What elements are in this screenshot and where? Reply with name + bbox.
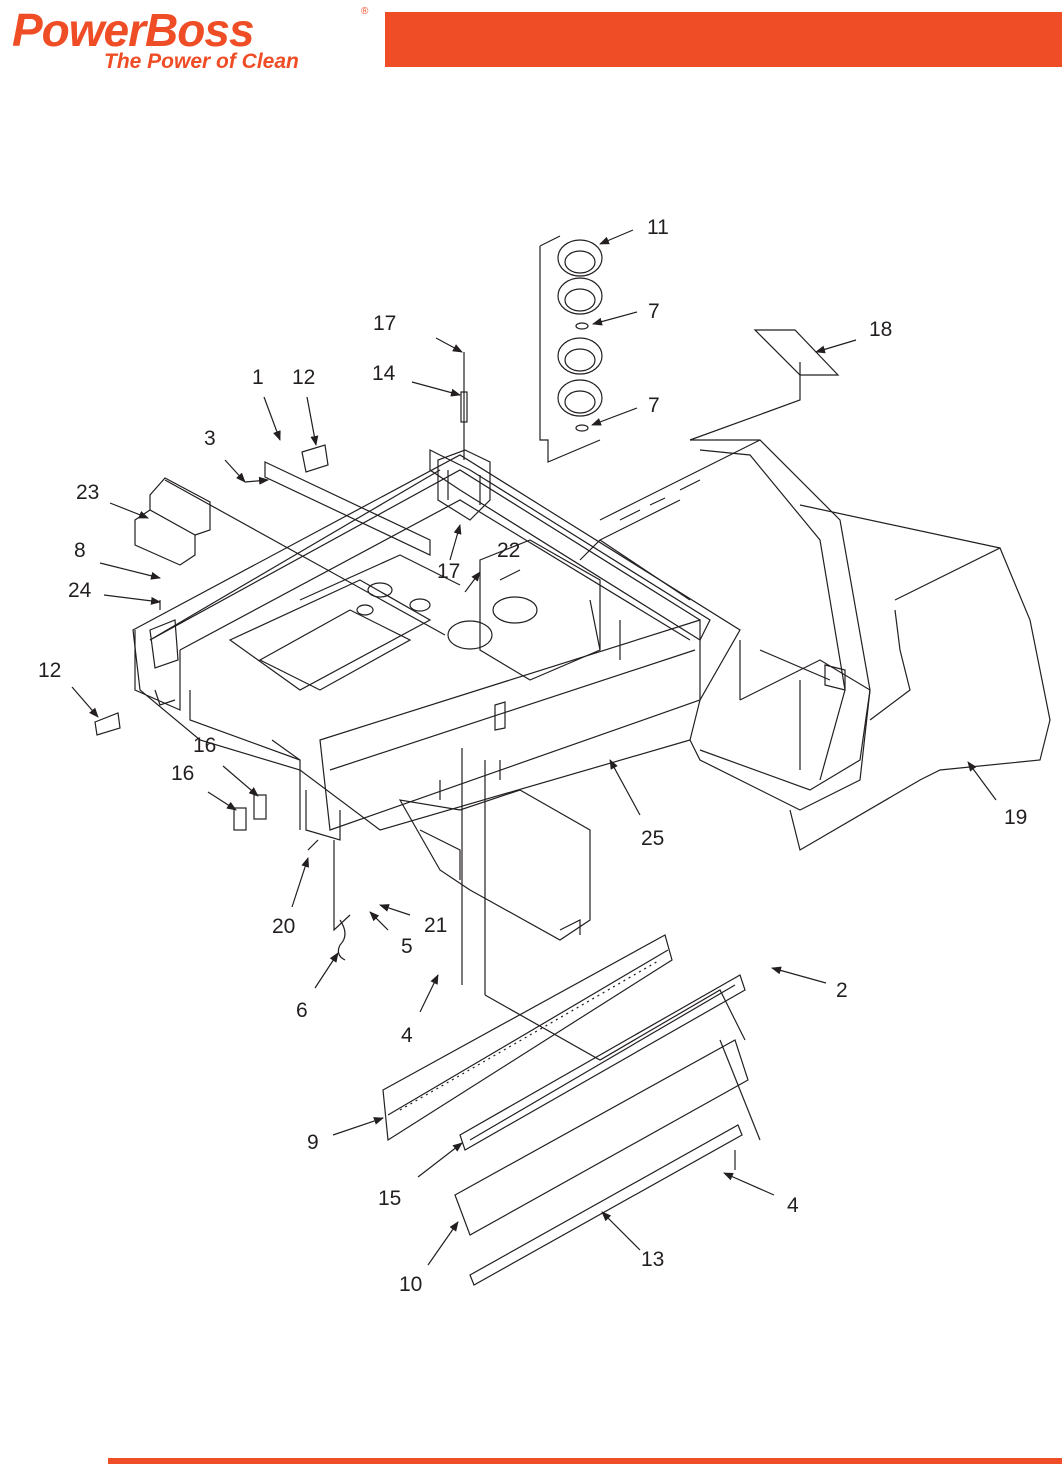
callout-3: 3	[204, 427, 216, 450]
callout-20: 20	[272, 915, 295, 938]
callout-14: 14	[372, 362, 396, 385]
callout-12: 12	[38, 659, 61, 682]
logo-registered-mark: ®	[361, 6, 369, 17]
callout-7: 7	[648, 300, 660, 323]
callout-4: 4	[401, 1024, 413, 1047]
callout-2: 2	[836, 979, 848, 1002]
callout-19: 19	[1004, 806, 1027, 829]
powerboss-logo: PowerBoss ® The Power of Clean	[12, 4, 382, 76]
callout-9: 9	[307, 1131, 319, 1154]
callout-13: 13	[641, 1248, 664, 1271]
callout-18: 18	[869, 318, 892, 341]
callout-22: 22	[497, 539, 520, 562]
logo-wordmark: PowerBoss	[12, 4, 255, 56]
callout-15: 15	[378, 1187, 401, 1210]
header-accent-bar	[385, 12, 1062, 67]
callout-12: 12	[292, 366, 315, 389]
callout-25: 25	[641, 827, 664, 850]
callout-16: 16	[171, 762, 194, 785]
callout-24: 24	[68, 579, 92, 602]
callout-5: 5	[401, 935, 413, 958]
callout-11: 11	[647, 216, 669, 239]
callout-10: 10	[399, 1273, 422, 1296]
callout-1: 1	[252, 366, 264, 389]
callout-6: 6	[296, 999, 308, 1022]
callout-17: 17	[373, 312, 396, 335]
footer-accent-rule	[108, 1458, 1062, 1464]
callout-16: 16	[193, 734, 216, 757]
callout-8: 8	[74, 539, 86, 562]
callout-labels: 11 7 7 17 14 18 1 12 3 23 8 24 12 16 16 …	[38, 216, 1027, 1296]
callout-21: 21	[424, 914, 447, 937]
machine-frame-drawing	[94, 235, 1051, 1286]
leader-lines	[71, 229, 997, 1266]
callout-7: 7	[648, 394, 660, 417]
callout-17: 17	[437, 560, 460, 583]
callout-23: 23	[76, 481, 99, 504]
callout-4: 4	[787, 1194, 799, 1217]
logo-tagline: The Power of Clean	[104, 50, 299, 73]
